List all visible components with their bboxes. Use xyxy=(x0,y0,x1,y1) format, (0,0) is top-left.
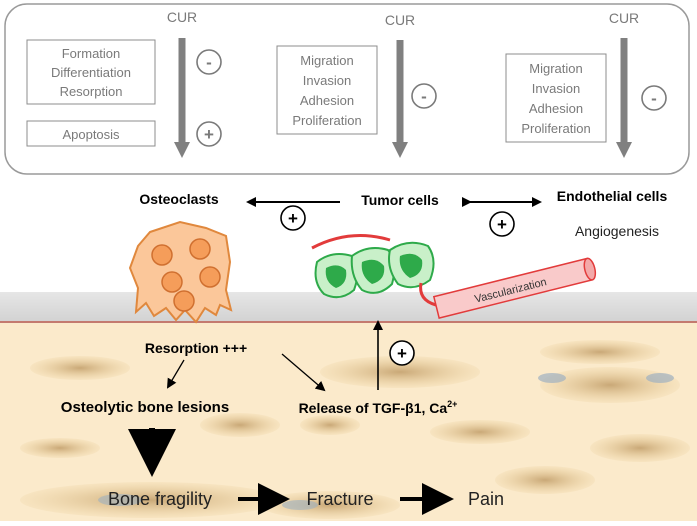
promote-sign-1 xyxy=(196,121,222,147)
release-beta: β1, Ca xyxy=(405,400,447,416)
formation-box xyxy=(26,39,156,105)
tumor-adhesion-label: Adhesion xyxy=(300,93,354,108)
promote-sign-endothelial xyxy=(489,211,515,237)
endo-invasion-label: Invasion xyxy=(532,81,580,96)
tumor-proliferation-label: Proliferation xyxy=(292,113,361,128)
inhibit-sign-2-text: - xyxy=(421,87,427,106)
endothelial-effects-column: CUR Migration Invasion Adhesion Prolifer… xyxy=(505,10,667,158)
bone-fragility-label: Bone fragility xyxy=(108,489,212,509)
inhibit-sign-3 xyxy=(641,85,667,111)
osteoclast-effects-column: CUR Formation Differentiation Resorption… xyxy=(26,9,222,158)
inhibit-sign-1-text: - xyxy=(206,53,212,72)
promote-sign-osteoclast xyxy=(280,205,306,231)
endothelial-cells-label: Endothelial cells xyxy=(557,188,668,204)
tumor-cells-label: Tumor cells xyxy=(361,192,439,208)
resorption-label-top: Resorption xyxy=(60,84,123,99)
osteoclasts-label: Osteoclasts xyxy=(139,191,219,207)
inhibit-sign-3-text: - xyxy=(651,89,657,108)
fracture-label: Fracture xyxy=(306,489,373,509)
promote-sign-release xyxy=(389,340,415,366)
inhibit-sign-1 xyxy=(196,49,222,75)
promote-sign-release-text: + xyxy=(397,344,407,363)
release-label: Release of TGF-β1, Ca2+ xyxy=(299,399,458,416)
tumor-process-box xyxy=(276,45,378,135)
blood-vessel: Vascularization xyxy=(419,257,597,319)
endo-adhesion-label: Adhesion xyxy=(529,101,583,116)
release-prefix: Release of TGF- xyxy=(299,400,406,416)
angiogenesis-label: Angiogenesis xyxy=(575,223,659,239)
resorption-to-release-arrow xyxy=(281,353,326,392)
resorption-to-lesions-arrow xyxy=(166,359,185,389)
promote-sign-1-text: + xyxy=(204,125,214,144)
osteoclast-cell xyxy=(128,220,233,324)
release-superscript: 2+ xyxy=(447,399,457,409)
cur-label-2: CUR xyxy=(385,12,415,28)
endothelial-process-box xyxy=(505,53,607,143)
bone-background xyxy=(0,292,697,521)
endo-migration-label: Migration xyxy=(529,61,582,76)
tumor-migration-label: Migration xyxy=(300,53,353,68)
inhibit-sign-2 xyxy=(411,83,437,109)
promote-sign-endothelial-text: + xyxy=(497,215,507,234)
apoptosis-label: Apoptosis xyxy=(62,127,120,142)
cur-label-3: CUR xyxy=(609,10,639,26)
cur-label-1: CUR xyxy=(167,9,197,25)
apoptosis-box xyxy=(26,120,156,147)
tumor-cell-cluster xyxy=(311,234,435,299)
endo-proliferation-label: Proliferation xyxy=(521,121,590,136)
differentiation-label: Differentiation xyxy=(51,65,131,80)
promote-sign-osteoclast-text: + xyxy=(288,209,298,228)
tumor-effects-column: CUR Migration Invasion Adhesion Prolifer… xyxy=(276,12,437,158)
osteolytic-lesions-label: Osteolytic bone lesions xyxy=(61,399,229,416)
pain-label: Pain xyxy=(468,489,504,509)
resorption-label: Resorption +++ xyxy=(145,340,247,356)
tumor-invasion-label: Invasion xyxy=(303,73,351,88)
formation-label: Formation xyxy=(62,46,121,61)
